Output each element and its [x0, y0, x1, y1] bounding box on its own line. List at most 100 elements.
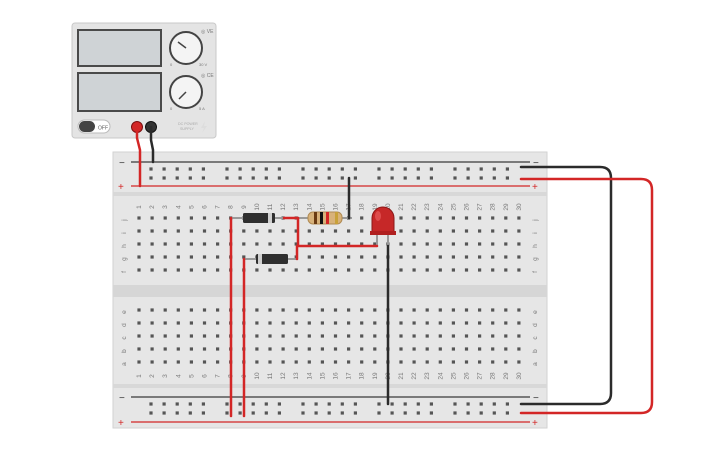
rail-hole[interactable] [403, 402, 407, 406]
terminal-hole[interactable] [333, 347, 338, 351]
rail-hole[interactable] [188, 411, 192, 415]
terminal-hole[interactable] [478, 268, 482, 272]
terminal-hole[interactable] [268, 242, 272, 246]
rail-hole[interactable] [175, 411, 179, 415]
rail-hole[interactable] [225, 167, 229, 171]
terminal-hole[interactable] [478, 216, 482, 220]
terminal-hole[interactable] [504, 268, 508, 272]
terminal-hole[interactable] [202, 360, 207, 364]
terminal-hole[interactable] [412, 347, 416, 351]
terminal-hole[interactable] [202, 308, 207, 312]
rail-hole[interactable] [314, 411, 318, 415]
terminal-hole[interactable] [451, 334, 455, 338]
rail-hole[interactable] [327, 402, 331, 406]
terminal-hole[interactable] [189, 360, 193, 364]
terminal-hole[interactable] [176, 216, 180, 220]
terminal-hole[interactable] [399, 216, 403, 220]
terminal-hole[interactable] [438, 360, 442, 364]
rail-hole[interactable] [264, 167, 268, 171]
terminal-hole[interactable] [176, 308, 180, 312]
rail-hole[interactable] [301, 411, 305, 415]
rail-hole[interactable] [238, 402, 242, 406]
terminal-hole[interactable] [189, 255, 193, 259]
terminal-hole[interactable] [216, 255, 220, 259]
terminal-hole[interactable] [242, 255, 246, 259]
terminal-hole[interactable] [150, 347, 154, 351]
rail-hole[interactable] [479, 176, 483, 180]
terminal-hole[interactable] [137, 216, 141, 220]
rail-hole[interactable] [377, 411, 381, 415]
rail-hole[interactable] [505, 167, 509, 171]
rail-hole[interactable] [251, 176, 255, 180]
terminal-hole[interactable] [189, 216, 193, 220]
terminal-hole[interactable] [347, 255, 351, 259]
terminal-hole[interactable] [255, 229, 259, 233]
terminal-hole[interactable] [307, 308, 311, 312]
diode-2[interactable] [244, 254, 297, 264]
terminal-hole[interactable] [360, 321, 364, 325]
terminal-hole[interactable] [478, 255, 482, 259]
rail-hole[interactable] [251, 402, 255, 406]
terminal-hole[interactable] [202, 268, 207, 272]
terminal-hole[interactable] [425, 321, 429, 325]
rail-hole[interactable] [340, 411, 344, 415]
rail-hole[interactable] [201, 411, 205, 415]
terminal-hole[interactable] [294, 360, 298, 364]
terminal-hole[interactable] [333, 229, 338, 233]
terminal-hole[interactable] [347, 242, 351, 246]
terminal-hole[interactable] [150, 242, 154, 246]
rail-hole[interactable] [238, 167, 242, 171]
rail-hole[interactable] [453, 176, 457, 180]
wire-negative-rail-bridge[interactable] [519, 165, 613, 406]
terminal-hole[interactable] [150, 268, 154, 272]
terminal-hole[interactable] [399, 347, 403, 351]
terminal-hole[interactable] [464, 308, 469, 312]
rail-hole[interactable] [314, 167, 318, 171]
terminal-hole[interactable] [150, 216, 154, 220]
terminal-hole[interactable] [464, 255, 469, 259]
power-supply[interactable]: ◎ VE ◎ CE 0 30 V 0 5 A OFF DC POWER SUPP… [71, 22, 217, 139]
terminal-hole[interactable] [478, 347, 482, 351]
terminal-hole[interactable] [281, 308, 285, 312]
terminal-hole[interactable] [255, 347, 259, 351]
terminal-hole[interactable] [425, 229, 429, 233]
terminal-hole[interactable] [163, 334, 167, 338]
terminal-hole[interactable] [517, 308, 521, 312]
rail-hole[interactable] [264, 402, 268, 406]
terminal-hole[interactable] [504, 334, 508, 338]
terminal-hole[interactable] [150, 360, 154, 364]
terminal-hole[interactable] [504, 321, 508, 325]
terminal-hole[interactable] [504, 216, 508, 220]
terminal-hole[interactable] [373, 308, 377, 312]
terminal-hole[interactable] [333, 268, 338, 272]
terminal-hole[interactable] [150, 334, 154, 338]
terminal-hole[interactable] [163, 255, 167, 259]
terminal-hole[interactable] [320, 242, 324, 246]
terminal-hole[interactable] [163, 229, 167, 233]
terminal-hole[interactable] [504, 347, 508, 351]
terminal-hole[interactable] [451, 229, 455, 233]
terminal-hole[interactable] [281, 229, 285, 233]
rail-hole[interactable] [238, 176, 242, 180]
rail-hole[interactable] [505, 402, 509, 406]
rail-hole[interactable] [429, 411, 433, 415]
rail-hole[interactable] [188, 402, 192, 406]
terminal-hole[interactable] [255, 321, 259, 325]
terminal-hole[interactable] [320, 321, 324, 325]
terminal-hole[interactable] [255, 334, 259, 338]
rail-hole[interactable] [149, 176, 153, 180]
rail-hole[interactable] [225, 176, 229, 180]
terminal-hole[interactable] [478, 242, 482, 246]
rail-hole[interactable] [492, 411, 496, 415]
terminal-hole[interactable] [425, 347, 429, 351]
terminal-hole[interactable] [491, 229, 495, 233]
terminal-hole[interactable] [333, 334, 338, 338]
terminal-hole[interactable] [360, 360, 364, 364]
terminal-hole[interactable] [491, 255, 495, 259]
terminal-hole[interactable] [255, 308, 259, 312]
terminal-hole[interactable] [412, 321, 416, 325]
terminal-hole[interactable] [425, 334, 429, 338]
terminal-hole[interactable] [320, 268, 324, 272]
terminal-hole[interactable] [268, 360, 272, 364]
terminal-hole[interactable] [268, 229, 272, 233]
